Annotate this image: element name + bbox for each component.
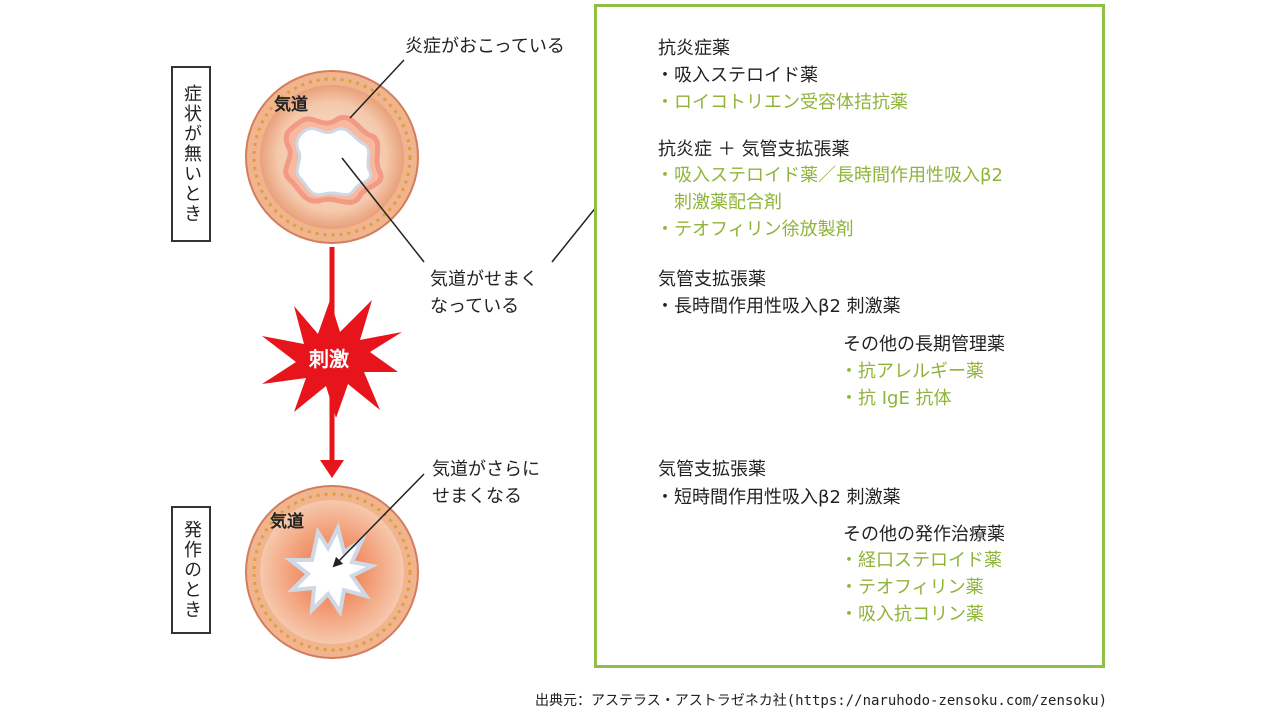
g1-title: 抗炎症薬: [658, 38, 730, 59]
note-more-narrow-line1: 気道がさらに: [432, 459, 540, 480]
g2-item2: ・テオフィリン徐放製剤: [656, 219, 854, 240]
note-narrow: 気道がせまく なっている: [430, 266, 538, 320]
g4-other2: ・テオフィリン薬: [840, 577, 984, 598]
note-narrow-line2: なっている: [430, 296, 520, 317]
note-more-narrow: 気道がさらに せまくなる: [432, 456, 540, 510]
source-credit: 出典元：アステラス・アストラゼネカ社(https://naruhodo-zens…: [535, 693, 1108, 709]
note-narrow-line1: 気道がせまく: [430, 269, 538, 290]
g4-other-title: その他の発作治療薬: [843, 524, 1005, 545]
g3-other1: ・抗アレルギー薬: [840, 361, 984, 382]
g2-item1a: ・吸入ステロイド薬／長時間作用性吸入β2: [656, 165, 1003, 186]
g2-item1b: 刺激薬配合剤: [674, 192, 782, 213]
note-more-narrow-line2: せまくなる: [432, 486, 522, 507]
g1-item2: ・ロイコトリエン受容体拮抗薬: [656, 92, 908, 113]
pointer-more-narrow: [332, 473, 425, 568]
pointer-inflammation: [349, 59, 405, 119]
label-no-symptoms: 症状が無いとき: [171, 66, 211, 242]
airway-label-top: 気道: [274, 95, 308, 115]
stimulus-arrow-head: [320, 460, 344, 478]
g4-item1: ・短時間作用性吸入β2 刺激薬: [656, 487, 901, 508]
airway-label-bottom: 気道: [270, 512, 304, 532]
g4-other3: ・吸入抗コリン薬: [840, 604, 984, 625]
g2-title: 抗炎症 ＋ 気管支拡張薬: [658, 139, 850, 160]
g1-item1: ・吸入ステロイド薬: [656, 65, 818, 86]
g4-other1: ・経口ステロイド薬: [840, 550, 1002, 571]
stimulus-label: 刺激: [309, 347, 349, 371]
label-attack: 発作のとき: [171, 506, 211, 634]
g3-other-title: その他の長期管理薬: [843, 334, 1005, 355]
note-inflammation: 炎症がおこっている: [405, 36, 565, 57]
airway-top-illustration: [245, 70, 419, 244]
g3-title: 気管支拡張薬: [658, 269, 766, 290]
g3-other2: ・抗 IgE 抗体: [840, 388, 952, 409]
pointer-narrow: [341, 157, 425, 263]
g4-title: 気管支拡張薬: [658, 459, 766, 480]
drug-panel: [594, 4, 1105, 668]
stimulus-burst: [262, 300, 402, 418]
g3-item1: ・長時間作用性吸入β2 刺激薬: [656, 296, 901, 317]
